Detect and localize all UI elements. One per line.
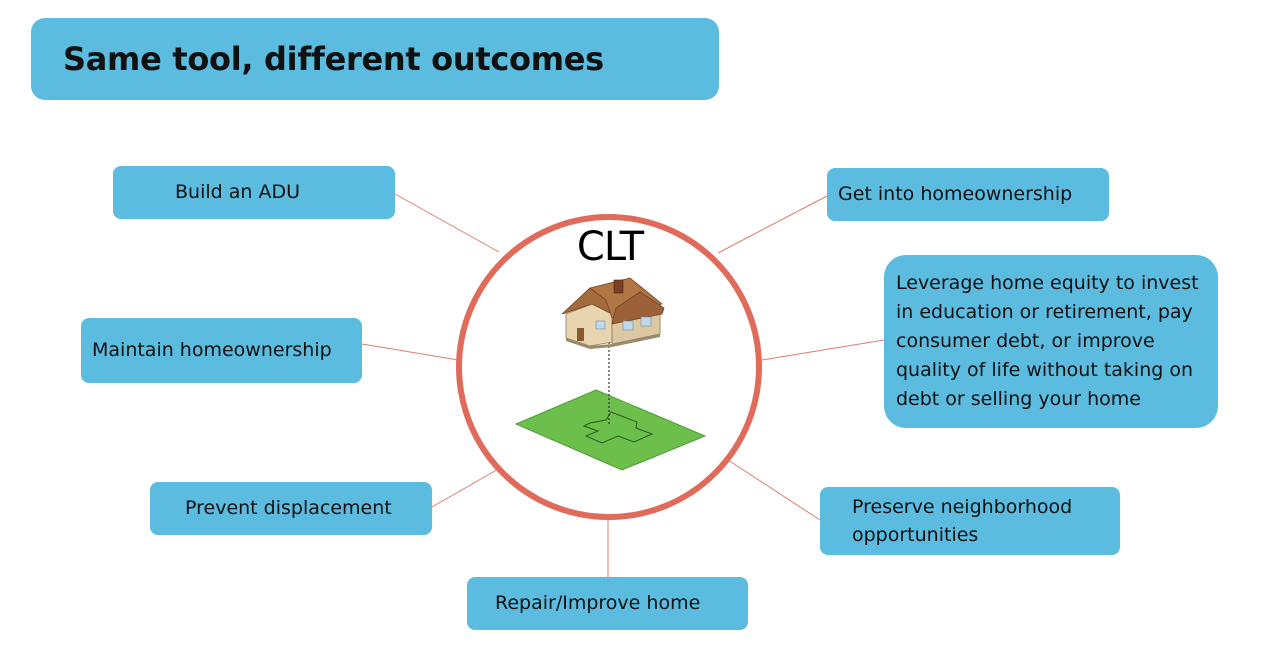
connector-leverage-equity (761, 339, 885, 361)
outcome-preserve-neighborhood: Preserve neighborhood opportunities (820, 487, 1120, 555)
house-icon (561, 277, 665, 349)
connector-get-into-homeownership (717, 195, 828, 254)
connector-build-adu (394, 193, 500, 253)
title-banner: Same tool, different outcomes (31, 18, 719, 100)
slide-title: Same tool, different outcomes (63, 40, 604, 78)
outcome-leverage-home-equity: Leverage home equity to invest in educat… (884, 255, 1218, 428)
outcome-build-adu: Build an ADU (113, 166, 395, 219)
connector-prevent-displacement (431, 467, 501, 508)
clt-label: CLT (576, 224, 644, 270)
outcome-prevent-displacement: Prevent displacement (150, 482, 432, 535)
connector-preserve-neighborhood (727, 459, 821, 521)
outcome-get-into-homeownership: Get into homeownership (827, 168, 1109, 221)
outcome-repair-improve-home: Repair/Improve home (467, 577, 748, 630)
connector-maintain-homeownership (361, 343, 459, 361)
land-lot-icon (514, 389, 707, 471)
outcome-maintain-homeownership: Maintain homeownership (81, 318, 362, 383)
